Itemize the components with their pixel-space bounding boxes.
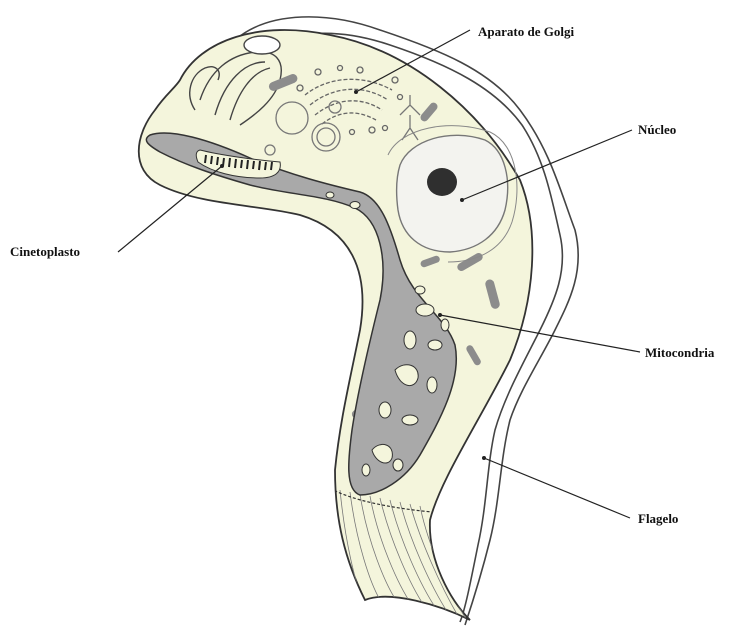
label-nucleo: Núcleo <box>638 122 676 137</box>
label-cinetoplasto: Cinetoplasto <box>10 244 80 259</box>
label-golgi: Aparato de Golgi <box>478 24 574 39</box>
cell-body <box>139 30 533 620</box>
label-flagelo: Flagelo <box>638 511 678 526</box>
nucleolus <box>427 168 457 196</box>
label-mitocondria: Mitocondria <box>645 345 715 360</box>
